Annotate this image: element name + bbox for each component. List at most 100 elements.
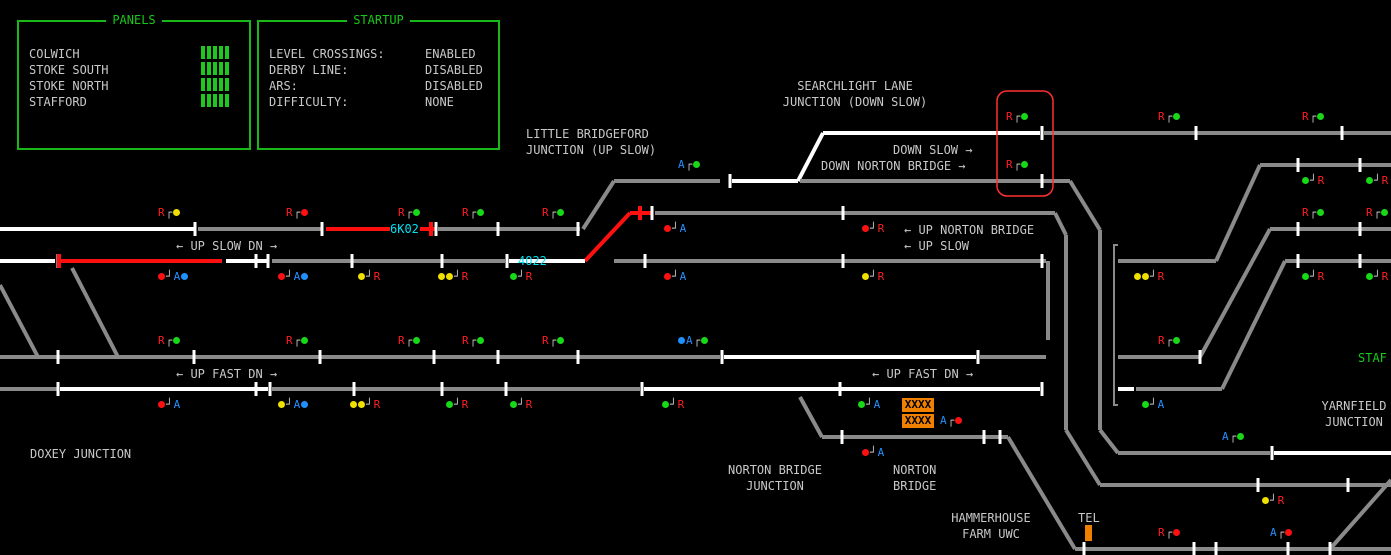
train-headcode[interactable]: 4O22 <box>518 254 547 268</box>
signal[interactable]: R┌ <box>1366 206 1389 219</box>
blocked-line-indicator[interactable]: XXXX <box>902 414 934 428</box>
signal[interactable]: R┌ <box>542 206 565 219</box>
label-up-fast-dn: ← UP FAST DN → <box>176 367 278 381</box>
signal[interactable]: R┌ <box>542 334 565 347</box>
signal[interactable]: ┘A <box>862 446 884 459</box>
signal[interactable]: R┌ <box>1006 158 1029 171</box>
signal[interactable]: ┘A <box>858 398 880 411</box>
label-up-slow-dn: ← UP SLOW DN → <box>176 239 278 253</box>
track-section <box>796 132 825 182</box>
signal[interactable]: R┌ <box>462 334 485 347</box>
signal[interactable]: R┌ <box>1302 206 1325 219</box>
track-section <box>1006 435 1077 551</box>
signal[interactable]: R┌ <box>462 206 485 219</box>
panel-item-colwich[interactable]: COLWICH <box>29 47 80 61</box>
track-section <box>70 267 120 358</box>
signal[interactable]: ┘A <box>278 398 309 411</box>
startup-box: STARTUP LEVEL CROSSINGS:ENABLED DERBY LI… <box>257 13 500 150</box>
track-section <box>0 284 40 358</box>
track-section <box>1214 164 1262 262</box>
signal[interactable]: ┘R <box>446 398 468 411</box>
location-searchlight-lane: SEARCHLIGHT LANE JUNCTION (DOWN SLOW) <box>782 79 928 109</box>
signal[interactable]: R┌ <box>158 206 181 219</box>
signal[interactable]: R┌ <box>1302 110 1325 123</box>
location-yarnfield-junction: YARNFIELD JUNCTION <box>1321 399 1387 429</box>
location-little-bridgeford: LITTLE BRIDGEFORD JUNCTION (UP SLOW) <box>526 127 657 157</box>
signal[interactable]: ┘R <box>1302 270 1324 283</box>
blocked-line-indicator[interactable]: XXXX <box>902 398 934 412</box>
signal[interactable]: R┌ <box>1006 110 1029 123</box>
panel-status-bars <box>201 62 229 75</box>
signal[interactable]: ┘R <box>438 270 468 283</box>
signal[interactable]: R┌ <box>1158 526 1181 539</box>
signal[interactable]: ┘R <box>862 270 884 283</box>
location-norton-bridge: NORTON BRIDGE <box>893 463 937 493</box>
panel-status-bars <box>201 94 229 107</box>
label-up-slow: ← UP SLOW <box>904 239 970 253</box>
track-section <box>1328 478 1391 551</box>
track-section <box>581 179 616 231</box>
signal[interactable]: ┘R <box>862 222 884 235</box>
signal[interactable]: R┌ <box>1158 334 1181 347</box>
telephone-button[interactable] <box>1085 525 1092 541</box>
startup-option[interactable]: LEVEL CROSSINGS:ENABLED <box>269 47 476 61</box>
label-up-fast-dn: ← UP FAST DN → <box>872 367 974 381</box>
signal[interactable]: ┘A <box>158 270 189 283</box>
panels-box: PANELS COLWICH STOKE SOUTH STOKE NORTH S… <box>17 13 251 150</box>
location-doxey-junction: DOXEY JUNCTION <box>30 447 132 461</box>
signal[interactable]: ┘R <box>1134 270 1164 283</box>
track-section <box>583 211 632 263</box>
track-section <box>1053 212 1068 236</box>
signal[interactable]: A┌ <box>1270 526 1293 539</box>
track-section <box>1220 260 1287 390</box>
location-norton-bridge-junction: NORTON BRIDGE JUNCTION <box>728 463 822 493</box>
signal[interactable]: R┌ <box>286 206 309 219</box>
track-section <box>1068 179 1102 232</box>
label-down-norton-bridge: DOWN NORTON BRIDGE → <box>821 159 966 173</box>
signal[interactable]: A┌ <box>678 334 709 347</box>
panel-item-stoke-north[interactable]: STOKE NORTH <box>29 79 109 93</box>
signal[interactable]: ┘R <box>1366 174 1388 187</box>
startup-option[interactable]: ARS:DISABLED <box>269 79 483 93</box>
location-stafford: STAF <box>1358 351 1387 365</box>
panel-item-stoke-south[interactable]: STOKE SOUTH <box>29 63 109 77</box>
signal[interactable]: ┘A <box>1142 398 1164 411</box>
location-hammerhouse-farm: HAMMERHOUSE FARM UWC <box>951 511 1031 541</box>
selection-highlight <box>996 90 1054 197</box>
panel-item-stafford[interactable]: STAFFORD <box>29 95 87 109</box>
signal[interactable]: R┌ <box>158 334 181 347</box>
signal[interactable]: ┘R <box>510 270 532 283</box>
signal[interactable]: ┘R <box>350 398 380 411</box>
signal[interactable]: ┘R <box>510 398 532 411</box>
signal[interactable]: ┘A <box>278 270 309 283</box>
track-section <box>798 396 824 438</box>
signal[interactable]: ┘A <box>158 398 180 411</box>
telephone-label: TEL <box>1078 511 1100 525</box>
label-down-slow: DOWN SLOW → <box>893 143 973 157</box>
startup-option[interactable]: DIFFICULTY:NONE <box>269 95 454 109</box>
track-section <box>1198 228 1272 358</box>
track-section <box>1098 428 1120 455</box>
signal[interactable]: A┌ <box>678 158 701 171</box>
panels-title: PANELS <box>106 13 162 27</box>
train-headcode[interactable]: 6K02 <box>390 222 419 236</box>
signal[interactable]: ┘R <box>662 398 684 411</box>
signal[interactable]: A┌ <box>940 414 963 427</box>
signal[interactable]: ┘R <box>358 270 380 283</box>
track-section <box>1064 428 1102 487</box>
label-up-norton-bridge: ← UP NORTON BRIDGE <box>904 223 1035 237</box>
signal[interactable]: R┌ <box>398 334 421 347</box>
startup-title: STARTUP <box>347 13 410 27</box>
signal[interactable]: R┌ <box>1158 110 1181 123</box>
signal[interactable]: R┌ <box>286 334 309 347</box>
signal[interactable]: A┌ <box>1222 430 1245 443</box>
panel-status-bars <box>201 78 229 91</box>
signal[interactable]: ┘R <box>1262 494 1284 507</box>
signal[interactable]: R┌ <box>398 206 421 219</box>
startup-option[interactable]: DERBY LINE:DISABLED <box>269 63 483 77</box>
signal[interactable]: ┘A <box>664 270 686 283</box>
signal[interactable]: ┘R <box>1302 174 1324 187</box>
signal[interactable]: ┘R <box>1366 270 1388 283</box>
signal[interactable]: ┘A <box>664 222 686 235</box>
